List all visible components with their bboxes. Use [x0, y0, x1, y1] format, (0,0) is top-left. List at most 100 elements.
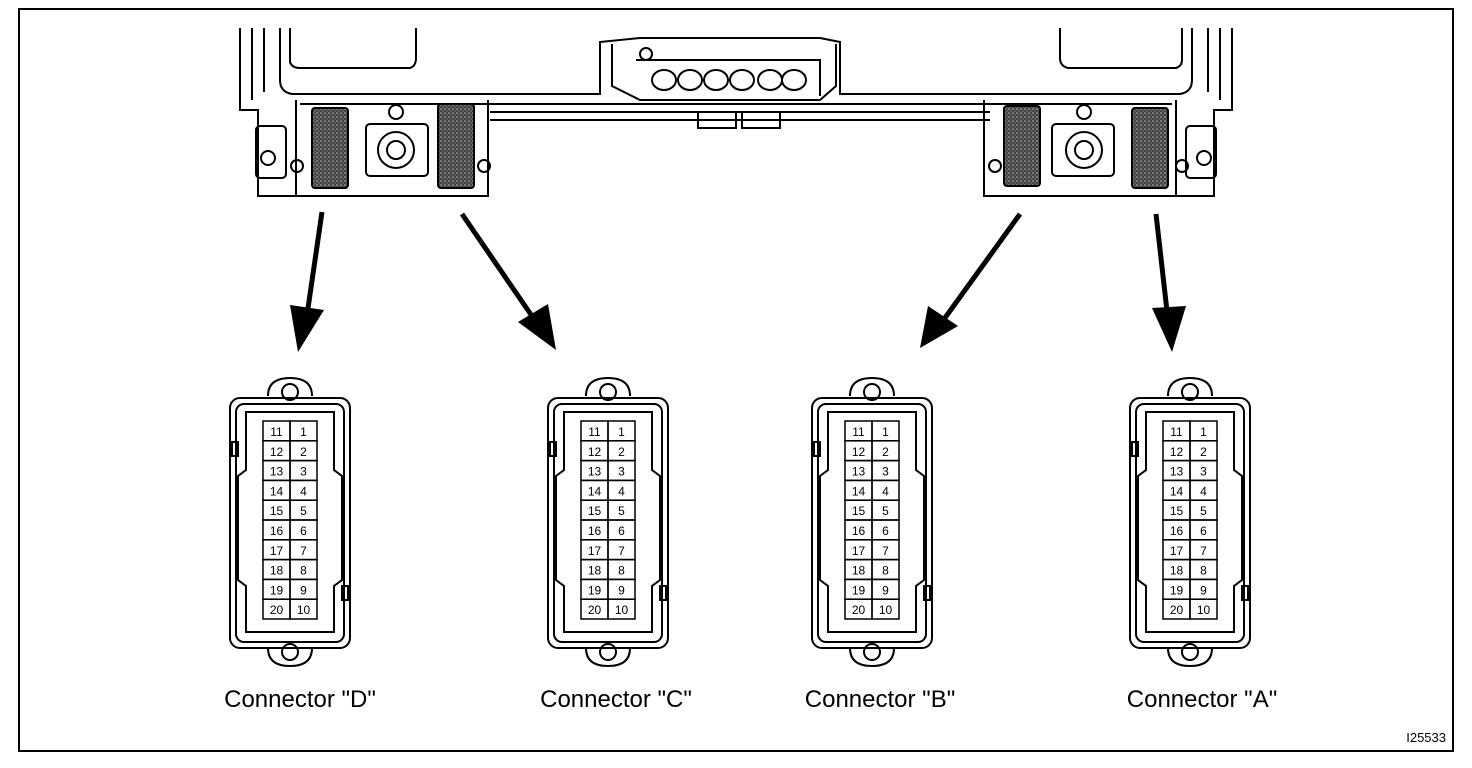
pin-number: 16	[270, 524, 284, 538]
pin-number: 20	[270, 603, 284, 617]
connector-tab-bottom	[849, 647, 895, 668]
connector-keyway	[1137, 411, 1243, 633]
pin-number: 14	[1170, 484, 1184, 498]
connector-tab-hole	[599, 643, 617, 661]
pin-number: 10	[615, 603, 629, 617]
connector-label-c: Connector "C"	[540, 686, 692, 713]
pin-cell	[1189, 598, 1218, 620]
pin-number: 15	[852, 504, 866, 518]
pin-number: 6	[1200, 524, 1207, 538]
pin-number: 4	[300, 484, 307, 498]
pin-number: 19	[852, 583, 866, 597]
diagram-frame	[18, 8, 1454, 752]
connector-label-a: Connector "A"	[1126, 686, 1278, 713]
connector-latch	[231, 441, 239, 457]
pin-number: 7	[300, 544, 307, 558]
pin-number: 17	[1170, 544, 1184, 558]
pin-number: 9	[300, 583, 307, 597]
pin-number: 5	[300, 504, 307, 518]
pin-number: 2	[882, 445, 889, 459]
pin-number: 16	[852, 524, 866, 538]
pin-number: 4	[618, 484, 625, 498]
connector-latch	[1131, 441, 1139, 457]
connector-latch	[813, 441, 821, 457]
pin-number: 11	[852, 425, 865, 439]
pin-number: 10	[297, 603, 311, 617]
connector-tab-hole	[599, 383, 617, 401]
pin-number: 6	[300, 524, 307, 538]
pin-number: 18	[270, 564, 284, 578]
connector-inner-shell	[817, 403, 927, 643]
pin-number: 9	[1200, 583, 1207, 597]
connector-outer-shell	[811, 397, 933, 649]
pin-number: 13	[588, 465, 602, 479]
connector-label-b: Connector "B"	[804, 686, 956, 713]
pin-number: 8	[882, 564, 889, 578]
connector-tab-hole	[863, 643, 881, 661]
pin-number: 4	[882, 484, 889, 498]
pin-number: 18	[1170, 564, 1184, 578]
connector-label-d: Connector "D"	[224, 686, 376, 713]
pin-number: 5	[618, 504, 625, 518]
connector-latch	[549, 441, 557, 457]
pin-number: 19	[270, 583, 284, 597]
pin-number: 2	[1200, 445, 1207, 459]
pin-number: 7	[1200, 544, 1207, 558]
pin-number: 14	[588, 484, 602, 498]
connector-tab-bottom	[1167, 647, 1213, 668]
pin-number: 1	[1200, 425, 1207, 439]
pin-number: 13	[852, 465, 866, 479]
pin-number: 10	[879, 603, 893, 617]
arrows	[290, 211, 1186, 352]
arrow-to-connector-a	[1152, 213, 1186, 352]
arrow-to-connector-b	[920, 212, 1023, 348]
pin-number: 11	[270, 425, 283, 439]
pin-number: 16	[588, 524, 602, 538]
pin-number: 2	[300, 445, 307, 459]
pin-number: 13	[1170, 465, 1184, 479]
pin-number: 3	[882, 465, 889, 479]
pin-number: 8	[618, 564, 625, 578]
connector-tab-top	[849, 376, 895, 397]
pin-number: 3	[1200, 465, 1207, 479]
pin-number: 12	[852, 445, 866, 459]
pin-number: 7	[882, 544, 889, 558]
pin-number: 4	[1200, 484, 1207, 498]
connector-tab-hole	[281, 383, 299, 401]
connector-latch	[659, 585, 667, 601]
pin-number: 5	[882, 504, 889, 518]
pin-number: 1	[882, 425, 889, 439]
connector-tab-hole	[1181, 383, 1199, 401]
pin-number: 9	[618, 583, 625, 597]
pin-number: 12	[1170, 445, 1184, 459]
pin-number: 6	[882, 524, 889, 538]
pin-number: 18	[588, 564, 602, 578]
connector-tab-hole	[281, 643, 299, 661]
connector-inner-shell	[553, 403, 663, 643]
connector-tab-top	[1167, 376, 1213, 397]
pin-number: 15	[270, 504, 284, 518]
pin-number: 1	[300, 425, 307, 439]
pin-number: 20	[1170, 603, 1184, 617]
connector-outer-shell	[229, 397, 351, 649]
pin-number: 15	[588, 504, 602, 518]
connector-tab-bottom	[585, 647, 631, 668]
pin-number: 19	[588, 583, 602, 597]
pin-cell	[289, 598, 318, 620]
connector-outer-shell	[1129, 397, 1251, 649]
connector-tab-hole	[863, 383, 881, 401]
pin-number: 17	[270, 544, 284, 558]
pin-number: 15	[1170, 504, 1184, 518]
pin-number: 1	[618, 425, 625, 439]
figure-id: I25533	[1406, 730, 1446, 745]
pin-cell	[607, 598, 636, 620]
pin-cell	[871, 598, 900, 620]
connector-tab-top	[267, 376, 313, 397]
connector-tab-bottom	[267, 647, 313, 668]
